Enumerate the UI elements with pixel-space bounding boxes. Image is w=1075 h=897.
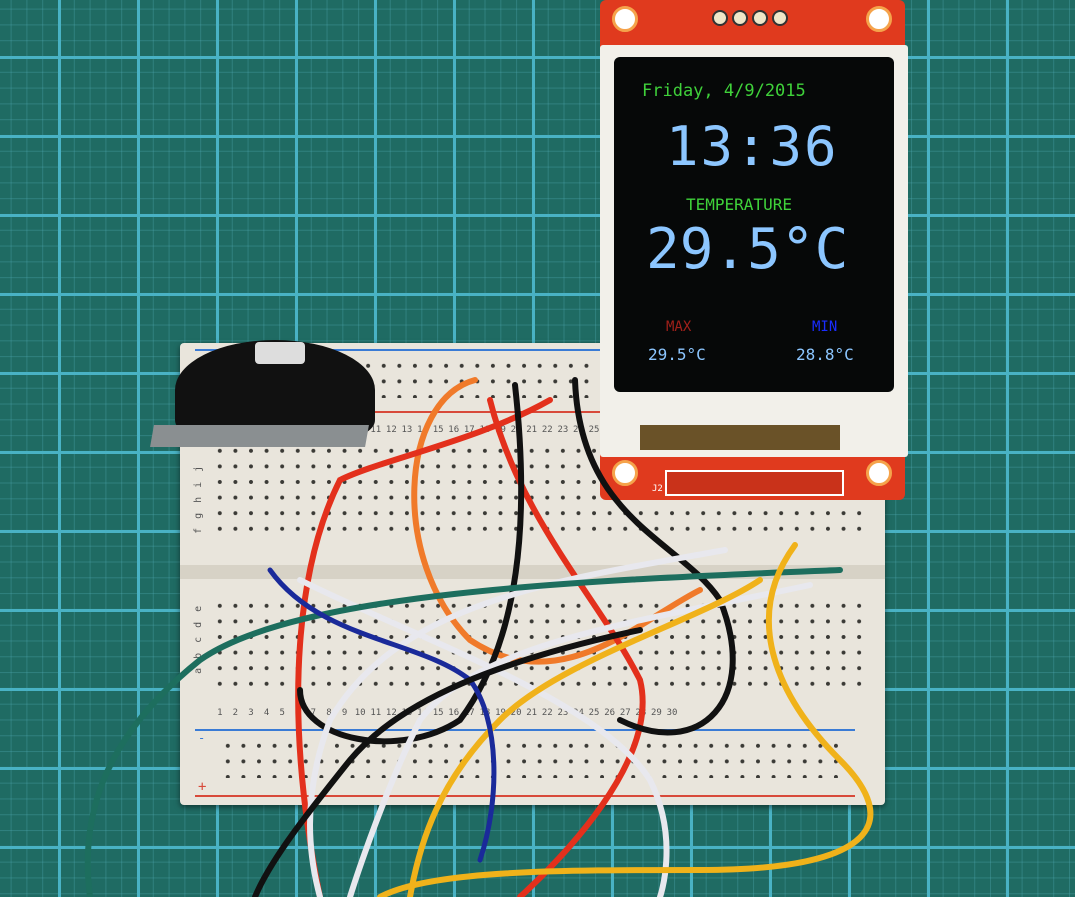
max-value: 29.5°C: [648, 345, 706, 364]
wire-white: [307, 547, 728, 897]
column-number: 15: [432, 708, 444, 718]
mount-hole: [612, 6, 638, 32]
column-number: 30: [666, 708, 678, 718]
rail-line-blue-top: [195, 349, 615, 351]
temperature-label: TEMPERATURE: [686, 195, 792, 214]
column-number: 25: [588, 708, 600, 718]
column-number: 1: [217, 708, 223, 718]
column-number: 5: [279, 708, 285, 718]
wire-black-2: [297, 382, 525, 745]
mount-hole: [866, 6, 892, 32]
temperature-value: 29.5°C: [646, 217, 849, 282]
rail-line-blue-bottom: [195, 729, 855, 731]
column-number: 22: [541, 425, 553, 435]
column-number: 7: [310, 708, 317, 718]
column-number: 12: [385, 425, 397, 435]
column-number: 8: [326, 708, 332, 718]
header-pin: [732, 10, 748, 26]
mount-hole: [612, 460, 638, 486]
column-number: 4: [263, 708, 270, 718]
column-number: 19: [495, 708, 506, 718]
rail-minus-label: -: [198, 731, 206, 745]
column-number: 27: [619, 708, 631, 718]
column-number: 16: [448, 425, 460, 435]
column-number: 22: [541, 708, 553, 718]
max-label: MAX: [666, 319, 692, 335]
wire-red-2: [295, 397, 553, 897]
column-number: 21: [526, 708, 538, 718]
column-number: 2: [232, 708, 239, 718]
column-number: 12: [385, 708, 397, 718]
column-number: 15: [432, 425, 444, 435]
rail-plus-label: +: [198, 779, 207, 795]
column-number: 25: [588, 425, 600, 435]
column-number: 29: [651, 708, 662, 718]
column-number: 26: [604, 708, 616, 718]
column-number: 16: [448, 708, 460, 718]
column-number: 17: [463, 708, 475, 718]
time-text: 13:36: [666, 115, 839, 178]
wire-black: [572, 377, 736, 736]
wire-yellow-2: [407, 577, 763, 897]
header-pin: [712, 10, 728, 26]
wire-green: [84, 567, 843, 897]
column-number: 17: [463, 425, 475, 435]
date-text: Friday, 4/9/2015: [642, 81, 806, 101]
column-number: 24: [573, 425, 584, 435]
header-pin: [752, 10, 768, 26]
wire-black-3: [252, 627, 643, 897]
column-number: 3: [248, 708, 254, 718]
tft-screen: Friday, 4/9/2015 13:36 TEMPERATURE 29.5°…: [614, 57, 894, 392]
min-value: 28.8°C: [796, 345, 854, 364]
header-pin: [772, 10, 788, 26]
column-number: 23: [557, 708, 569, 718]
column-number: 20: [510, 708, 522, 718]
rail-line-red-top: [195, 411, 615, 413]
buzzer-top: [255, 342, 305, 364]
rail-line-red-bottom: [195, 795, 855, 797]
column-number: 23: [557, 425, 569, 435]
wire-yellow: [377, 542, 874, 897]
display-ribbon: [640, 425, 840, 450]
column-number: 11: [370, 708, 382, 718]
mount-hole: [866, 460, 892, 486]
column-number: 13: [401, 425, 413, 435]
wire-red: [487, 397, 646, 897]
min-label: MIN: [812, 319, 838, 335]
column-number: 9: [341, 708, 348, 718]
column-number: 10: [354, 708, 366, 718]
connector-label: J2: [652, 484, 663, 494]
column-number: 21: [526, 425, 538, 435]
bottom-header: [665, 470, 844, 496]
column-number: 11: [370, 425, 382, 435]
